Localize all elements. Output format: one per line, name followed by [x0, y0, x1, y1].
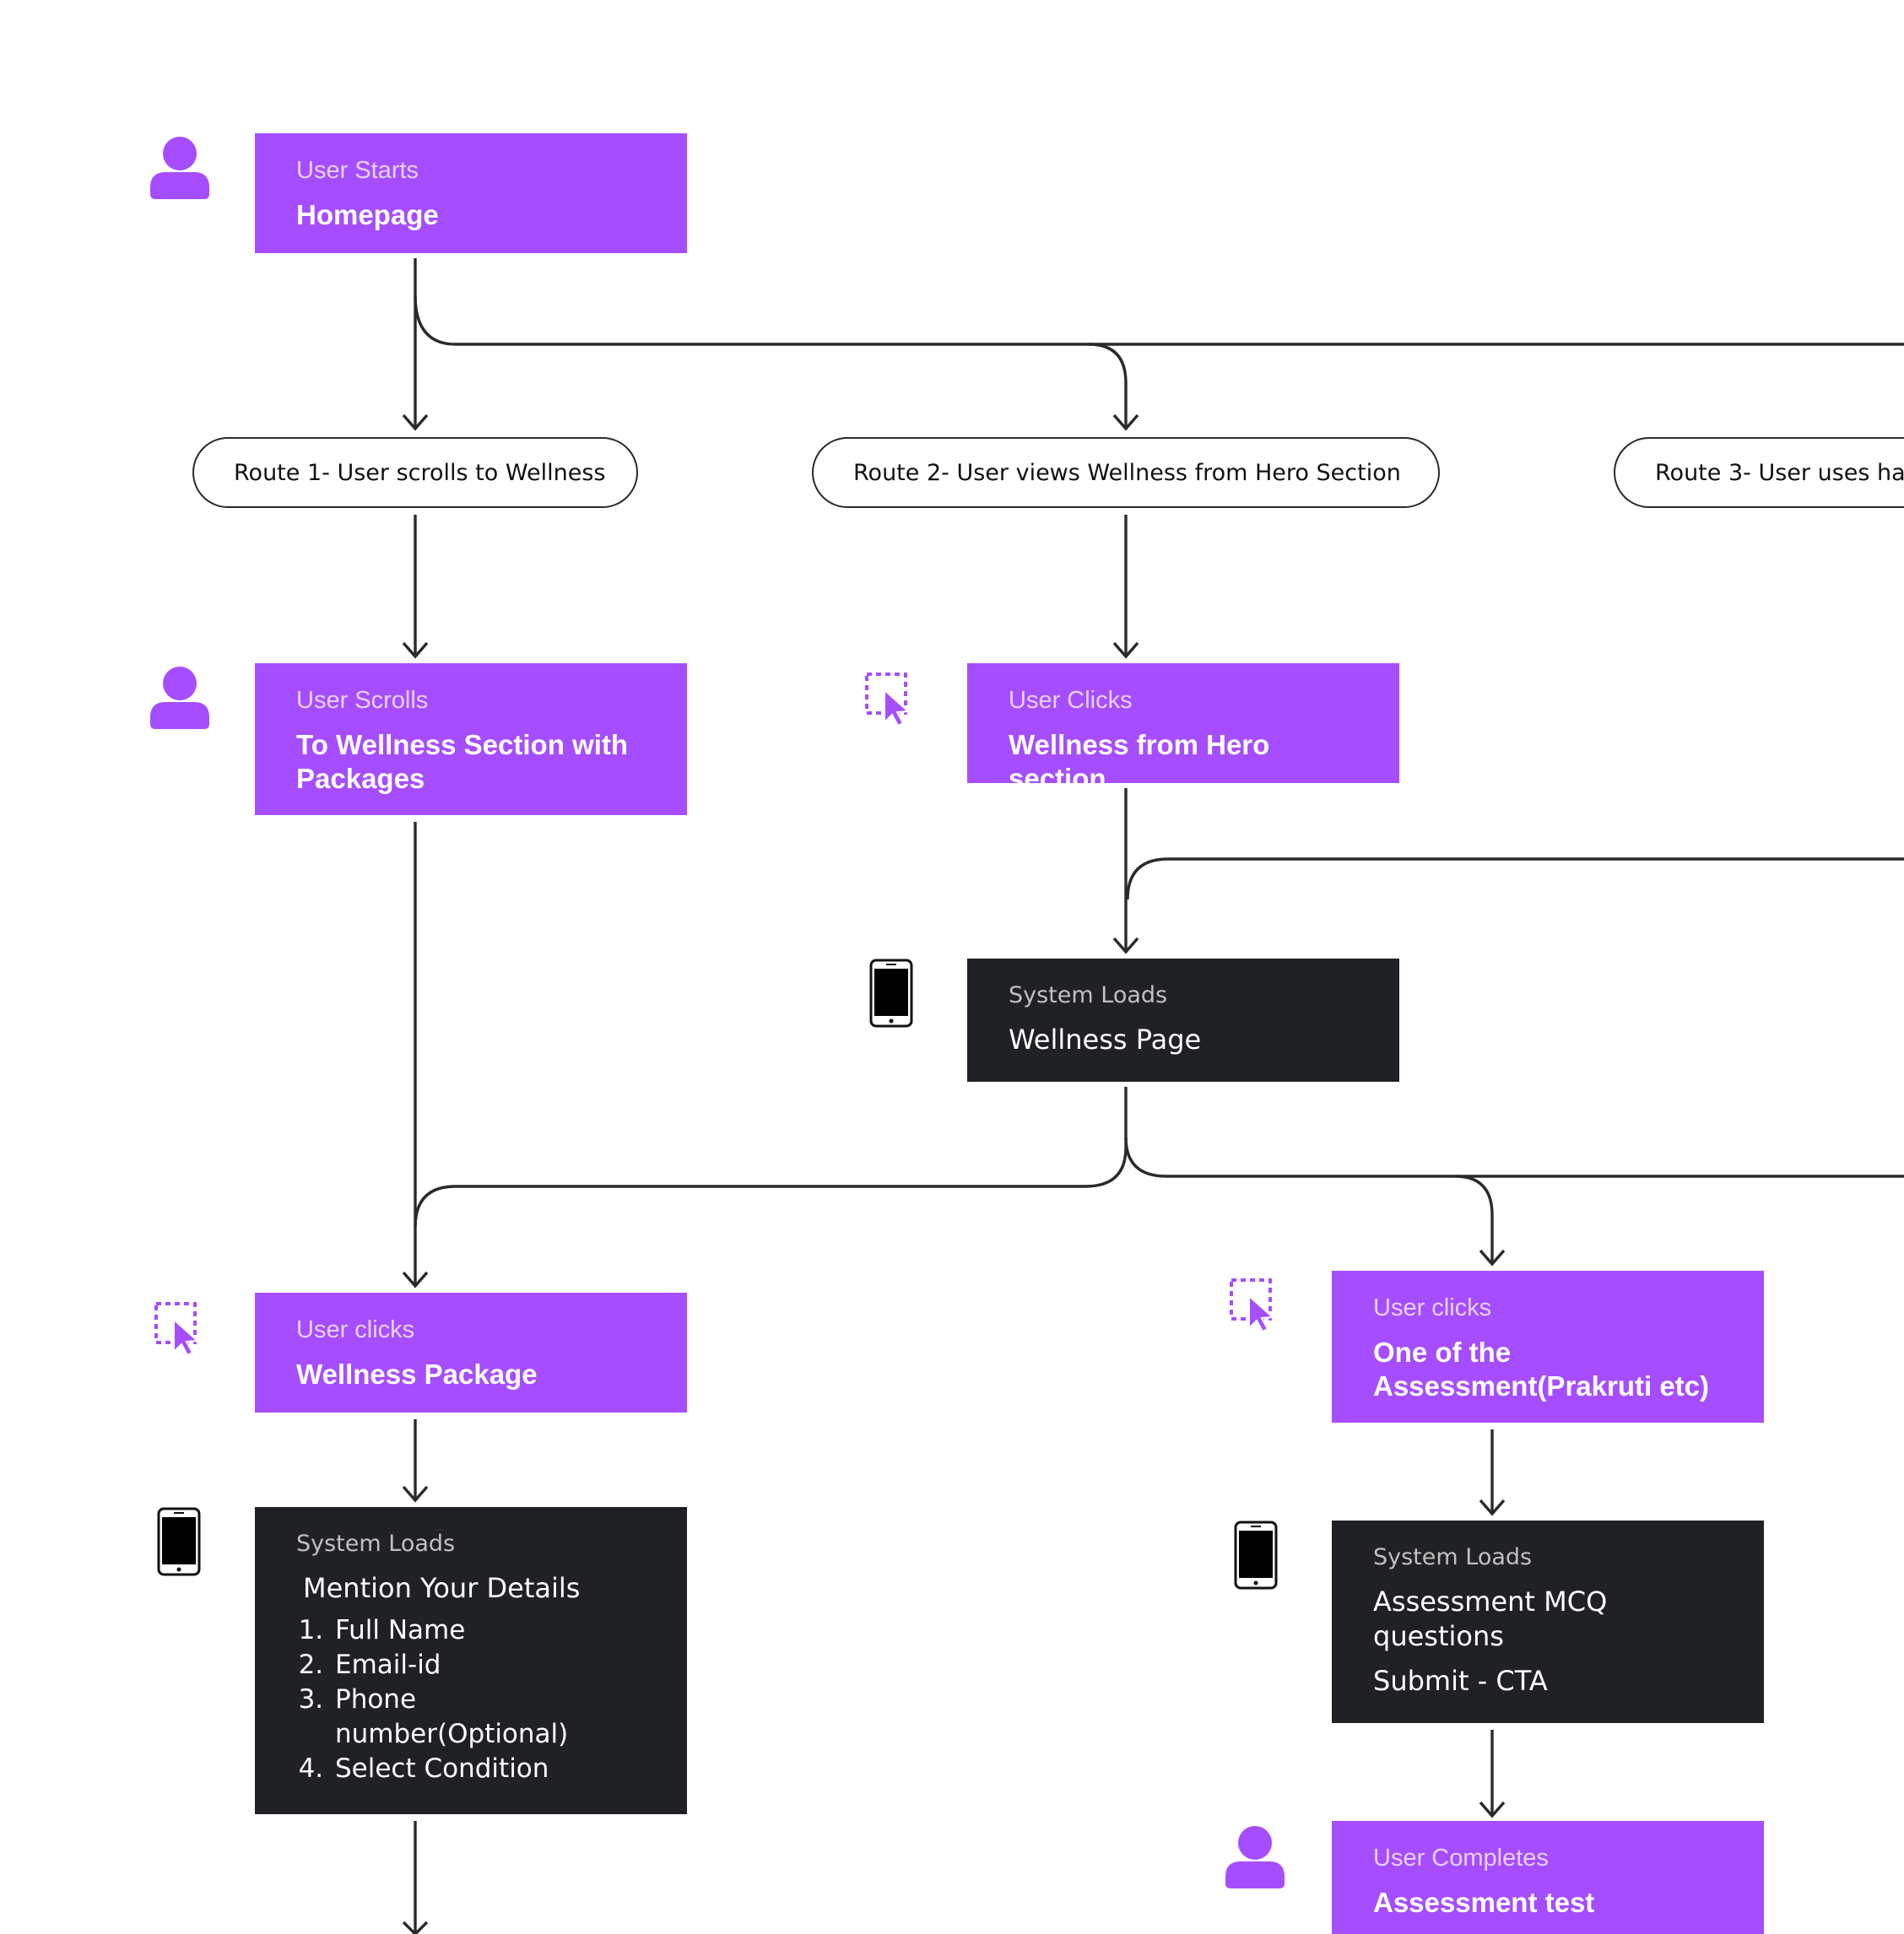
step-title: Wellness from Hero section — [1009, 729, 1270, 794]
step-label: System Loads — [1009, 982, 1168, 1008]
arrowhead-assessment — [1479, 1249, 1506, 1267]
route-3-pill: Route 3- User uses ha — [1614, 437, 1904, 508]
route-2-pill: Route 2- User views Wellness from Hero S… — [812, 437, 1440, 508]
mobile-phone-icon — [1234, 1521, 1278, 1590]
step-user-starts-homepage: User Starts Homepage — [255, 133, 687, 253]
step-title: Homepage — [296, 199, 439, 230]
details-item: Select Condition — [332, 1752, 646, 1786]
connector-wellnesspage-left — [414, 1087, 1128, 1228]
step-title: One of the Assessment(Prakruti etc) — [1373, 1337, 1709, 1402]
step-label: User clicks — [1373, 1294, 1492, 1321]
mobile-phone-icon — [157, 1507, 201, 1576]
step-title: To Wellness Section with Packages — [296, 729, 629, 794]
step-user-clicks-hero: User Clicks Wellness from Hero section — [967, 663, 1399, 794]
route-2-label: Route 2- User views Wellness from Hero S… — [853, 459, 1401, 486]
step-label: System Loads — [1373, 1544, 1533, 1570]
step-title: Wellness Package — [296, 1359, 538, 1390]
click-cursor-icon — [1230, 1278, 1275, 1333]
step-system-loads-details: System Loads Mention Your Details Full N… — [255, 1507, 687, 1814]
step-system-loads-wellness-page: System Loads Wellness Page — [967, 959, 1399, 1082]
person-icon — [150, 667, 209, 729]
step-line: Assessment MCQ questions — [1373, 1586, 1608, 1652]
details-list: Full Name Email-id Phone number(Optional… — [296, 1613, 646, 1786]
step-user-clicks-assessment: User clicks One of the Assessment(Prakru… — [1332, 1271, 1764, 1423]
arrowhead-completes — [1479, 1801, 1506, 1818]
connector-homepage-branch — [414, 294, 1128, 427]
details-item: Full Name — [332, 1613, 646, 1648]
connector-wellnesspage-right — [1124, 1137, 1494, 1262]
step-user-clicks-package: User clicks Wellness Package — [255, 1293, 687, 1413]
details-item: Email-id — [332, 1648, 646, 1683]
details-item: Phone number(Optional) — [332, 1683, 646, 1752]
route-1-label: Route 1- User scrolls to Wellness — [234, 459, 606, 486]
arrowhead-heroclick — [1112, 641, 1139, 659]
step-label: User Scrolls — [296, 687, 429, 714]
step-label: User Completes — [1373, 1845, 1549, 1872]
arrowhead-package — [402, 1271, 429, 1288]
step-label: User clicks — [296, 1316, 415, 1343]
step-title: Mention Your Details — [303, 1572, 581, 1604]
person-icon — [150, 137, 209, 199]
click-cursor-icon — [154, 1302, 200, 1357]
step-user-completes: User Completes Assessment test — [1332, 1821, 1764, 1934]
step-label: User Starts — [296, 157, 419, 184]
step-title: Wellness Page — [1009, 1024, 1202, 1056]
route-1-pill: Route 1- User scrolls to Wellness — [192, 437, 638, 508]
connector-right-merge — [1126, 857, 1904, 900]
arrowhead-scrolls — [402, 641, 429, 659]
click-cursor-icon — [865, 673, 911, 727]
step-title: Assessment test — [1373, 1887, 1595, 1918]
arrowhead-wellnesspage — [1112, 937, 1139, 954]
arrowhead-route2 — [1112, 413, 1139, 431]
step-line: Submit - CTA — [1373, 1665, 1548, 1697]
step-system-loads-mcq: System Loads Assessment MCQ questions Su… — [1332, 1521, 1764, 1723]
step-user-scrolls: User Scrolls To Wellness Section with Pa… — [255, 663, 687, 815]
step-label: User Clicks — [1009, 687, 1133, 714]
route-3-label: Route 3- User uses ha — [1655, 459, 1904, 486]
arrowhead-mcq — [1479, 1499, 1506, 1516]
arrowhead-details — [402, 1485, 429, 1503]
step-label: System Loads — [296, 1531, 456, 1557]
arrowhead-route1 — [402, 413, 429, 431]
arrowhead-details-next — [402, 1920, 429, 1934]
mobile-phone-icon — [869, 959, 913, 1028]
person-icon — [1225, 1826, 1285, 1888]
